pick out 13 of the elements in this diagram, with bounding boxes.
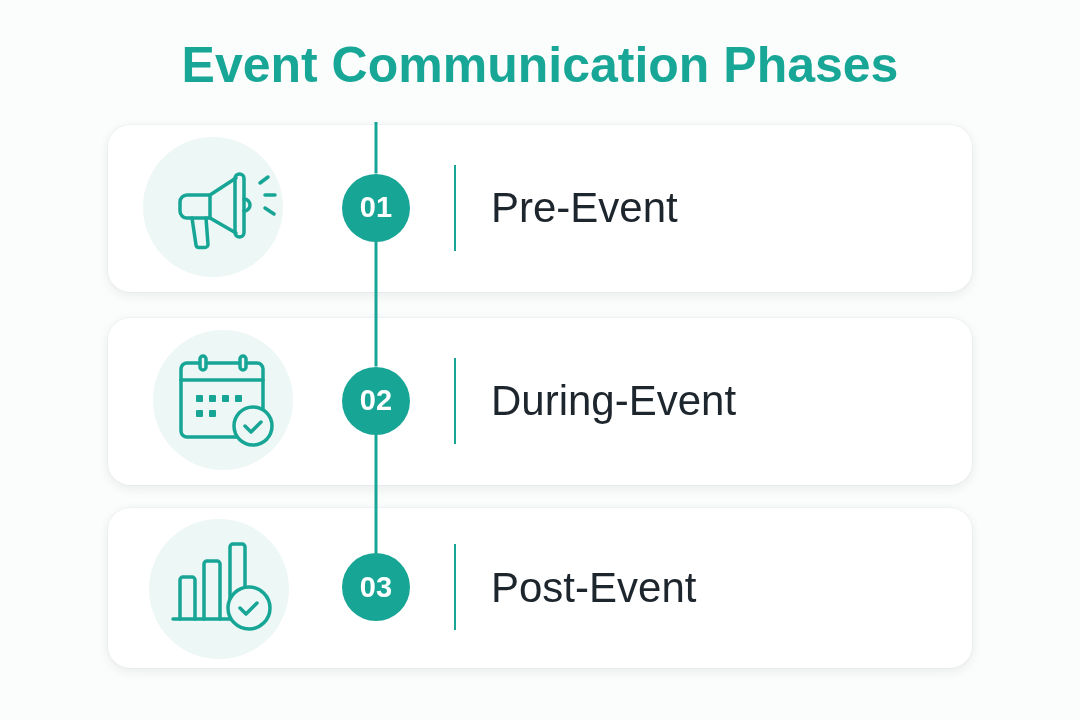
step-number-marker: 01 (342, 173, 410, 242)
timeline-line (374, 122, 378, 174)
phase-label: Pre-Event (491, 183, 678, 234)
phase-card (108, 508, 972, 668)
phase-label: During-Event (491, 376, 737, 427)
step-number-marker: 03 (342, 553, 410, 621)
timeline-line (374, 241, 378, 367)
phase-card (108, 125, 972, 292)
timeline-line (374, 434, 378, 553)
phase-card (108, 318, 972, 485)
diagram-title: Event Communication Phases (181, 36, 899, 94)
phase-label: Post-Event (491, 562, 697, 613)
step-number-marker: 02 (342, 366, 410, 435)
